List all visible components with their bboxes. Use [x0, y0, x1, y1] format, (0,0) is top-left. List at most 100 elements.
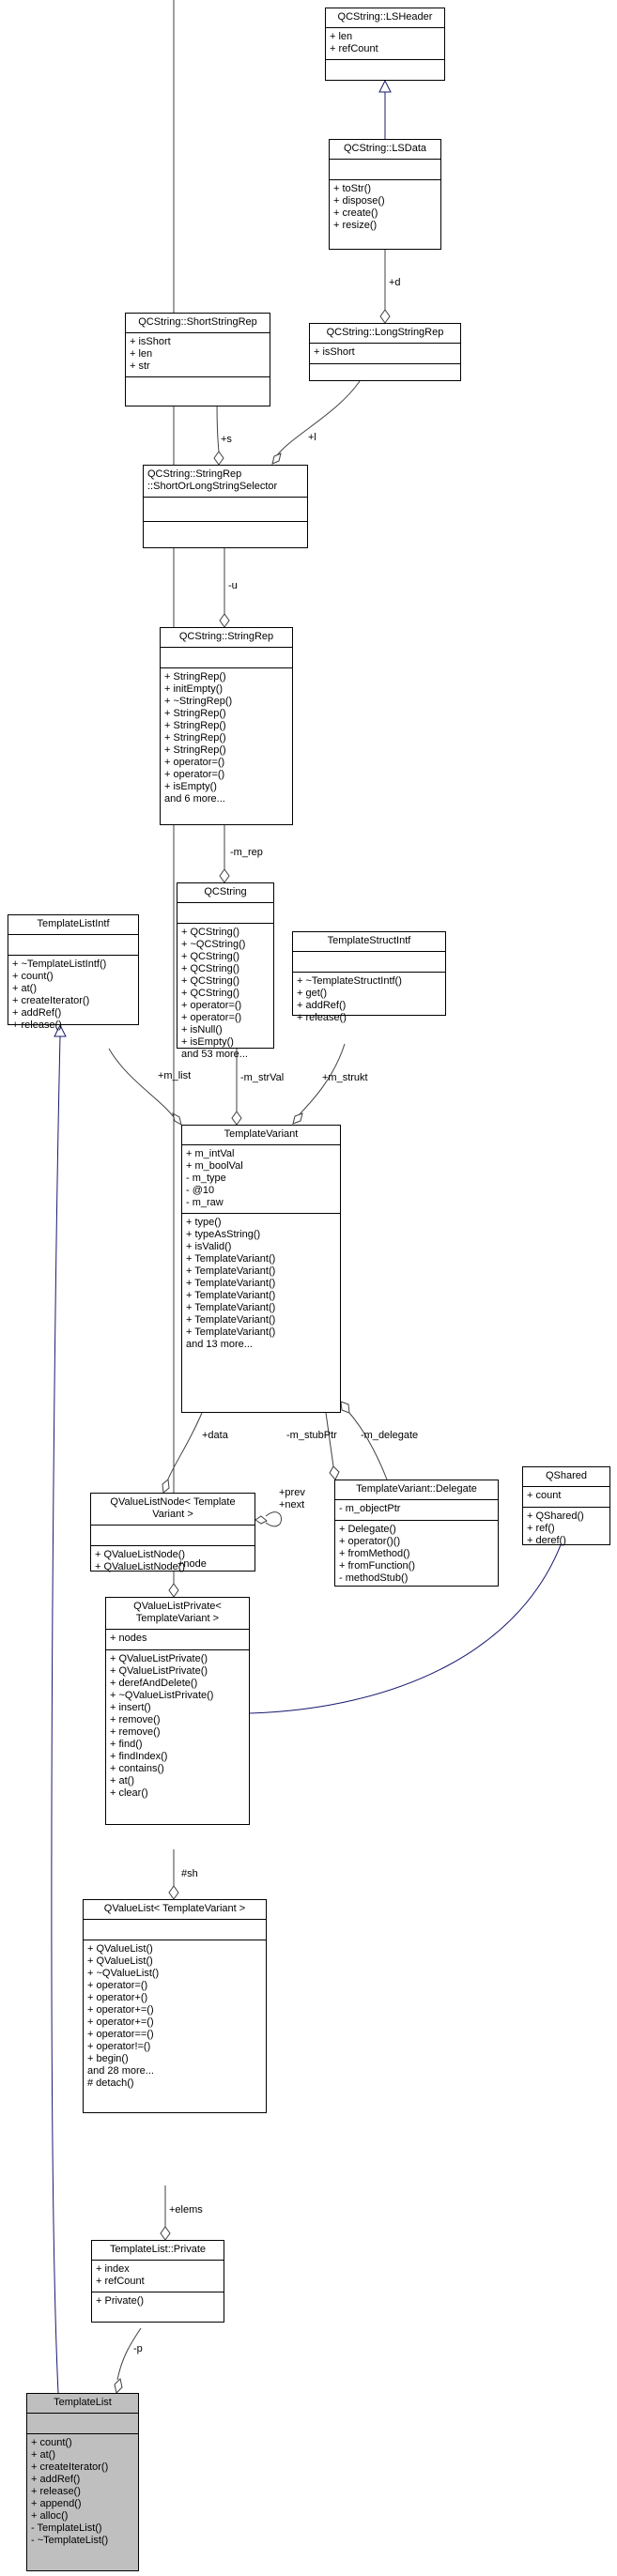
method: + TemplateVariant(): [186, 1290, 276, 1301]
attributes-section: + nodes: [106, 1630, 249, 1650]
class-shortorlongstringselector[interactable]: QCString::StringRep ::ShortOrLongStringS…: [143, 465, 308, 548]
methods-section: + type()+ typeAsString()+ isValid()+ Tem…: [182, 1214, 340, 1355]
class-title: QValueListNode< Template: [110, 1496, 236, 1508]
method: + QValueList(): [87, 1943, 153, 1955]
class-qcstring-stringrep[interactable]: QCString::StringRep + StringRep() + initE…: [160, 627, 293, 825]
edge-label-next: +next: [279, 1499, 305, 1510]
attribute: - @10: [186, 1185, 215, 1196]
attributes-section: + m_intVal+ m_boolVal- m_type- @10- m_ra…: [182, 1145, 340, 1214]
methods-section: [126, 377, 270, 403]
edge-templatevariant-delegate: [340, 1401, 388, 1480]
method: + createIterator(): [31, 2461, 109, 2473]
methods-section: + count()+ at()+ createIterator()+ addRe…: [27, 2434, 138, 2551]
class-qshared[interactable]: QShared + count + QShared()+ ref()+ dere…: [522, 1466, 610, 1546]
class-qvaluelist[interactable]: QValueList< TemplateVariant > + QValueLi…: [83, 1899, 267, 2113]
class-templatelist-private[interactable]: TemplateList::Private + index+ refCount …: [91, 2240, 224, 2323]
class-title: QValueListPrivate<: [133, 1601, 222, 1612]
method: + deref(): [527, 1535, 566, 1546]
class-title: QCString::LSHeader: [337, 11, 433, 23]
attributes-section: [293, 952, 445, 973]
edge-templatelist-templatelistprivate: [114, 2327, 142, 2394]
method: - ~TemplateList(): [31, 2535, 109, 2546]
class-title-continued: Variant >: [152, 1509, 193, 1520]
edge-lsdata-lsheader: [378, 79, 392, 139]
method: + operator!=(): [87, 2041, 151, 2052]
attributes-section: [177, 903, 273, 924]
method: + StringRep(): [164, 720, 226, 731]
method: + fromFunction(): [339, 1560, 415, 1572]
class-title: TemplateList: [54, 2397, 112, 2408]
method: + remove(): [110, 1726, 161, 1738]
method: + begin(): [87, 2053, 129, 2064]
methods-section: + QCString()+ ~QCString()+ QCString()+ Q…: [177, 924, 273, 1065]
edge-templatelist-templatelistintf: [51, 1023, 67, 2394]
attribute: - m_type: [186, 1173, 226, 1184]
edge-qvaluelistnode-self: [255, 1511, 282, 1527]
method: + initEmpty(): [164, 683, 224, 695]
class-qvaluelistnode[interactable]: QValueListNode< Template Variant > + QVa…: [90, 1493, 255, 1572]
edge-label-m-strukt: +m_strukt: [322, 1072, 368, 1083]
class-qcstring-longstringrep[interactable]: QCString::LongStringRep + isShort: [309, 323, 461, 381]
edge-templatevariant-templatestructintf: [292, 1043, 346, 1125]
class-qcstring[interactable]: QCString + QCString()+ ~QCString()+ QCSt…: [177, 882, 274, 1060]
edge-label-m-list: +m_list: [158, 1070, 192, 1081]
method: + QCString(): [181, 951, 240, 962]
class-title: QShared: [545, 1470, 588, 1481]
method: + createIterator(): [12, 995, 90, 1006]
class-templatelistintf[interactable]: TemplateListIntf + ~TemplateListIntf()+ …: [8, 914, 139, 1031]
method: + ~QValueList(): [87, 1968, 160, 1979]
method: + operator=(): [87, 1980, 148, 1991]
attribute: + refCount: [330, 43, 378, 54]
attributes-section: [91, 1526, 255, 1546]
method: + ref(): [527, 1523, 555, 1534]
class-templatevariant[interactable]: TemplateVariant + m_intVal+ m_boolVal- m…: [181, 1125, 341, 1413]
method: + at(): [31, 2449, 55, 2461]
edge-label-l: +l: [308, 432, 316, 443]
method: + operator=(): [181, 1000, 242, 1011]
methods-section: [326, 60, 444, 80]
attributes-section: + index+ refCount: [92, 2261, 224, 2292]
edge-label-m-strval: -m_strVal: [240, 1072, 285, 1083]
method: - TemplateList(): [31, 2522, 102, 2534]
methods-section: [310, 364, 460, 384]
class-templatelist[interactable]: TemplateList + count()+ at()+ createIter…: [26, 2393, 139, 2571]
class-title: QCString::StringRep: [178, 631, 274, 642]
attribute: + nodes: [110, 1633, 147, 1644]
method: + ~QValueListPrivate(): [110, 1690, 214, 1701]
class-templatevariant-delegate[interactable]: TemplateVariant::Delegate - m_objectPtr …: [334, 1480, 499, 1587]
method: + release(): [12, 1020, 62, 1031]
class-qcstring-shortstringrep[interactable]: QCString::ShortStringRep + isShort + len…: [125, 313, 270, 406]
class-title: QValueList< TemplateVariant >: [103, 1903, 246, 1914]
class-title: TemplateStructIntf: [327, 935, 411, 946]
class-qvaluelistprivate[interactable]: QValueListPrivate< TemplateVariant > + n…: [105, 1597, 250, 1825]
method: + findIndex(): [110, 1751, 168, 1762]
attribute: + count: [527, 1490, 562, 1501]
method: + alloc(): [31, 2510, 69, 2522]
method: + isValid(): [186, 1241, 232, 1252]
edge-label-u: -u: [228, 580, 238, 591]
method: + get(): [297, 988, 328, 999]
class-templatestructintf[interactable]: TemplateStructIntf + ~TemplateStructIntf…: [292, 931, 446, 1023]
attribute: + isShort: [130, 336, 171, 347]
method: and 6 more...: [164, 793, 225, 805]
class-qcstring-lsheader[interactable]: QCString::LSHeader + len + refCount: [325, 8, 445, 81]
method: + toStr(): [333, 183, 372, 194]
methods-section: + Delegate()+ operator()()+ fromMethod()…: [335, 1521, 498, 1588]
method: + QValueListNode(): [95, 1561, 186, 1572]
method: + TemplateVariant(): [186, 1302, 276, 1313]
method: + dispose(): [333, 195, 385, 207]
method: + insert(): [110, 1702, 151, 1713]
edge-templatevariant-templatelistintf: [108, 1048, 182, 1127]
attribute: + len: [130, 348, 153, 360]
class-qcstring-lsdata[interactable]: QCString::LSData + toStr() + dispose() +…: [329, 139, 441, 250]
class-title: TemplateListIntf: [37, 918, 110, 929]
edge-templatevariant-qcstring: [231, 1049, 242, 1126]
method: + QValueListNode(): [95, 1549, 186, 1560]
method: + isNull(): [181, 1024, 223, 1035]
method: + operator==(): [87, 2029, 154, 2040]
method: + TemplateVariant(): [186, 1326, 276, 1338]
method: + StringRep(): [164, 744, 226, 756]
method: + addRef(): [12, 1007, 62, 1019]
method: and 28 more...: [87, 2065, 154, 2077]
method: + append(): [31, 2498, 82, 2509]
